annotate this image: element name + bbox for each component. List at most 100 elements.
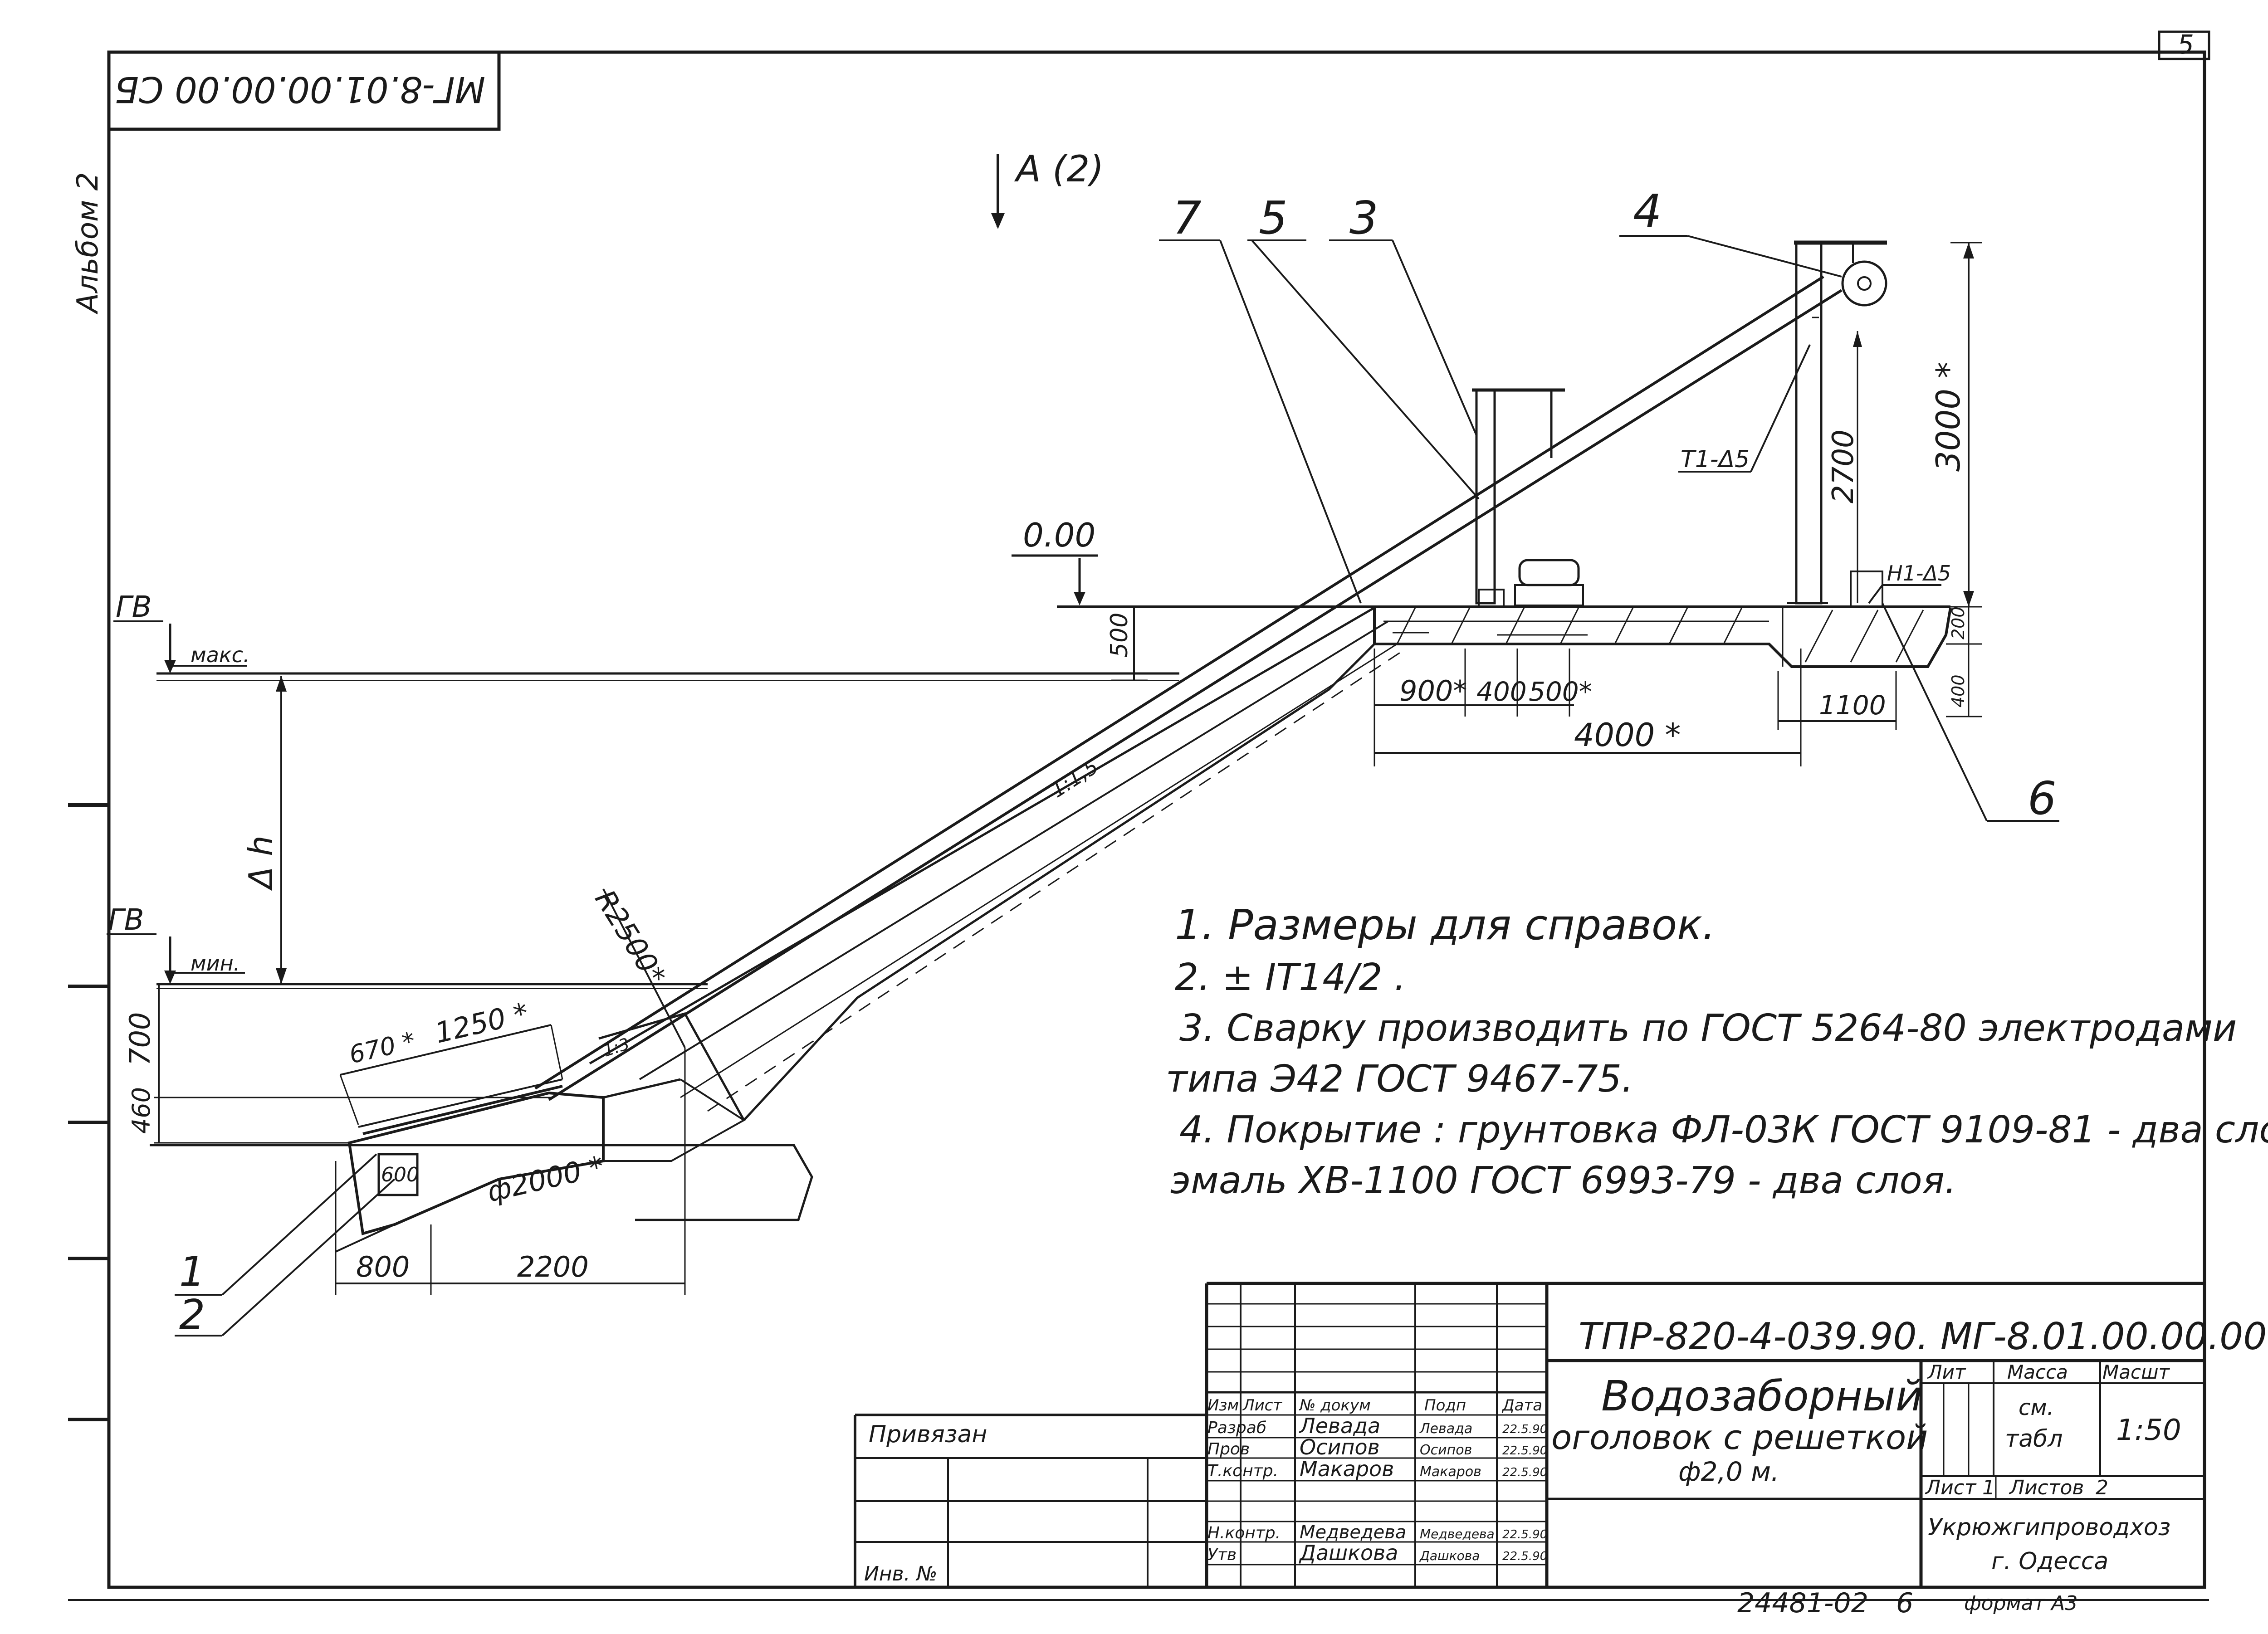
svg-text:Т.контр.: Т.контр. — [1207, 1462, 1278, 1480]
note-4: 4. Покрытие : грунтовка ФЛ-03К ГОСТ 9109… — [1179, 1108, 2268, 1151]
sheet-label: Лист — [1925, 1476, 1977, 1499]
dim-bottom-intake: 800 2200 — [335, 1048, 686, 1295]
footer-code: 24481-02 — [1737, 1587, 1868, 1619]
intake-structure — [150, 1078, 813, 1253]
slope-embankment — [598, 643, 1375, 1121]
min-label: мин. — [191, 951, 240, 976]
note-2: 2. ± IT14/2 . — [1175, 956, 1406, 999]
dim-700-460: 700 460 — [123, 984, 553, 1144]
max-label: макс. — [191, 643, 250, 667]
stamp-row-nkontr: Н.контр. Медведева Медведева 22.5.90 — [1207, 1522, 1547, 1543]
dim-700-label: 700 — [123, 1012, 156, 1066]
delta-h-label: Δ h — [242, 835, 280, 891]
svg-text:Пров: Пров — [1207, 1440, 1250, 1458]
lit-label: Лит — [1927, 1361, 1966, 1383]
svg-text:Н.контр.: Н.контр. — [1207, 1524, 1281, 1542]
dim-4000-label: 4000 * — [1574, 717, 1681, 754]
note-3-cont: типа Э42 ГОСТ 9467-75. — [1166, 1058, 1633, 1101]
ground-slab — [1057, 605, 1952, 668]
album-label: Альбом 2 — [71, 172, 105, 315]
callout-1: 1 — [179, 1248, 205, 1296]
stamp-row-prov: Пров Осипов Осипов 22.5.90 — [1207, 1435, 1547, 1459]
level-zero-label: 0.00 — [1023, 516, 1095, 554]
header-list: Лист — [1242, 1396, 1282, 1415]
dim-2200-label: 2200 — [517, 1250, 589, 1283]
stamp-row-utv: Утв Дашкова Дашкова 22.5.90 — [1207, 1541, 1547, 1565]
sheet-value: 1 — [1982, 1476, 1995, 1499]
dim-670-label: 670 * — [347, 1026, 418, 1069]
dim-2700-label: 2700 — [1827, 429, 1860, 503]
massa-label: Масса — [2007, 1361, 2068, 1383]
delta-h-dimension: Δ h — [242, 676, 287, 984]
stamp-row-razrab: Разраб Левада Левада 22.5.90 — [1207, 1414, 1547, 1438]
callout-2: 2 — [179, 1291, 205, 1339]
sheets-value: 2 — [2096, 1476, 2108, 1499]
callout-3: 3 — [1349, 191, 1378, 244]
rotated-designation: МГ-8.01.00.00.00 СБ — [115, 68, 485, 109]
slab-hatching — [1396, 607, 1924, 663]
svg-text:Дашкова: Дашкова — [1299, 1541, 1398, 1565]
svg-text:Левада: Левада — [1419, 1421, 1472, 1437]
dim-3000: 3000 * — [1929, 242, 1982, 607]
dim-1100-label: 1100 — [1819, 690, 1886, 721]
weld-t1-label: Т1-Δ5 — [1681, 446, 1750, 473]
margin-ticks — [68, 803, 109, 1421]
callout-5: 5 — [1259, 191, 1288, 244]
svg-text:Медведева: Медведева — [1300, 1522, 1406, 1543]
title-line-1: Водозаборный — [1601, 1372, 1923, 1420]
sheets-label: Листов — [2009, 1476, 2084, 1499]
note-3: 3. Сварку производить по ГОСТ 5264-80 эл… — [1179, 1007, 2237, 1050]
dim-900-label: 900* — [1399, 674, 1467, 707]
svg-text:Левада: Левада — [1299, 1414, 1380, 1438]
dim-400r-label: 400 — [1948, 674, 1968, 707]
dim-500-label: 500 — [1106, 613, 1133, 658]
dim-500b-label: 500* — [1529, 676, 1592, 707]
svg-text:Макаров: Макаров — [1300, 1457, 1394, 1481]
dim-200-label: 200 — [1948, 606, 1968, 639]
section-marker-label: А (2) — [1014, 148, 1104, 190]
org-line-1: Укрюжгипроводхоз — [1928, 1514, 2170, 1541]
footer-format: формат А3 — [1964, 1592, 2077, 1615]
dim-3000-label: 3000 * — [1929, 362, 1967, 472]
dim-right-small: 200 400 — [1946, 606, 1982, 717]
sheet-frame — [68, 30, 2210, 1601]
note-4-cont: эмаль ХВ-1100 ГОСТ 6993-79 - два слоя. — [1170, 1159, 1957, 1202]
callout-lines — [175, 235, 2059, 1336]
level-zero: 0.00 — [1012, 516, 1098, 605]
svg-text:22.5.90: 22.5.90 — [1502, 1444, 1547, 1458]
water-level-max: ГВ макс. — [113, 590, 1179, 681]
water-level-min: ГВ мин. — [107, 903, 708, 989]
svg-text:Осипов: Осипов — [1420, 1442, 1472, 1458]
callout-7: 7 — [1173, 191, 1202, 244]
svg-text:Утв: Утв — [1207, 1546, 1237, 1564]
frame-4 — [1787, 240, 1887, 608]
header-podp: Подп — [1424, 1396, 1466, 1415]
doc-number: ТПР-820-4-039.90. МГ-8.01.00.00.00.СБ — [1579, 1315, 2268, 1358]
dim-460-label: 460 — [127, 1087, 156, 1134]
org-line-2: г. Одесса — [1991, 1548, 2108, 1575]
massa-value-1: см. — [2019, 1395, 2054, 1420]
section-marker: А (2) — [991, 148, 1104, 229]
dim-400-label: 400 — [1476, 676, 1527, 707]
slope-lower-label: 1:3 — [601, 1035, 632, 1061]
header-data: Дата — [1501, 1396, 1542, 1415]
dim-2700: 2700 — [1827, 331, 1862, 603]
weld-mark-n1: Н1-Δ5 — [1868, 561, 1951, 604]
privyazan-label: Привязан — [869, 1421, 987, 1448]
inv-label: Инв. № — [864, 1562, 937, 1585]
callout-4: 4 — [1633, 185, 1662, 238]
stamp-row-tkontr: Т.контр. Макаров Макаров 22.5.90 — [1207, 1457, 1547, 1481]
rotated-designation-box: МГ-8.01.00.00.00 СБ — [107, 50, 501, 131]
dim-600-label: 600 — [381, 1163, 419, 1186]
masht-label: Масшт — [2102, 1361, 2170, 1383]
massa-value-2: табл — [2005, 1425, 2063, 1453]
weld-mark-t1: Т1-Δ5 — [1678, 344, 1811, 473]
phi2000-label: ф2000 * — [484, 1150, 607, 1209]
title-line-3: ф2,0 м. — [1678, 1456, 1779, 1487]
svg-text:Медведева: Медведева — [1420, 1527, 1495, 1541]
svg-text:Дашкова: Дашкова — [1419, 1548, 1480, 1563]
dim-slab-row — [1374, 649, 1897, 766]
svg-text:Макаров: Макаров — [1420, 1464, 1481, 1480]
note-1: 1. Размеры для справок. — [1175, 901, 1716, 949]
